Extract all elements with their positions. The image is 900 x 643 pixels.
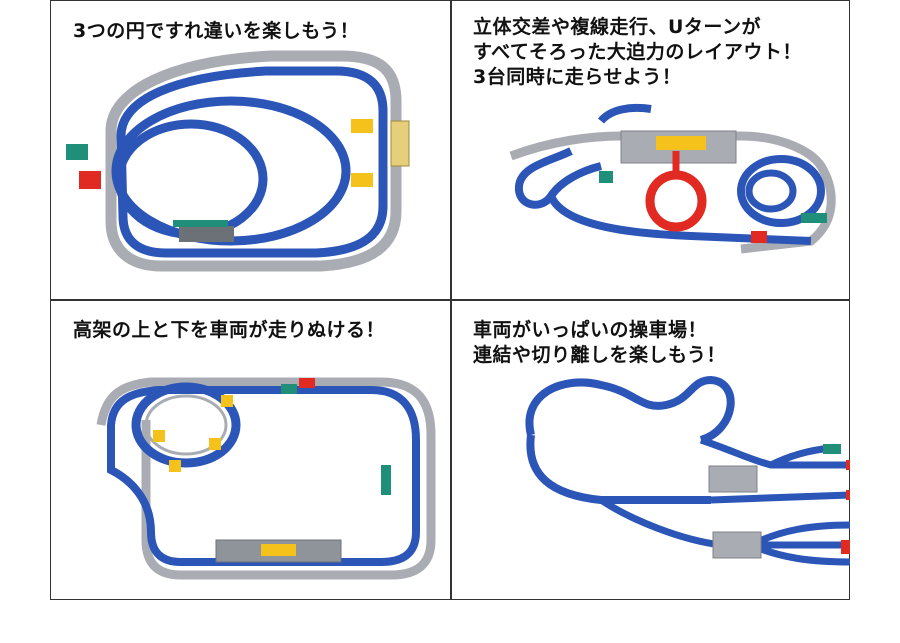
track-layout-illustration	[66, 50, 410, 272]
panel-elevated-track: 高架の上と下を車両が走りぬける！	[51, 300, 450, 598]
panel-caption: 立体交差や複線走行、Uターンが すべてそろった大迫力のレイアウト！ 3台同時に走…	[473, 16, 802, 88]
panel-caption: 3つの円ですれ違いを楽しもう！	[73, 20, 360, 42]
layout-grid: 3つの円ですれ違いを楽しもう！ 立体交差や複線走行、Uターンが すべてそろった大…	[50, 0, 850, 600]
panel-caption: 車両がいっぱいの操車場！ 連結や切り離しを楽しもう！	[473, 319, 726, 366]
panel-three-circles: 3つの円ですれ違いを楽しもう！	[51, 1, 450, 299]
panel-caption: 高架の上と下を車両が走りぬける！	[73, 319, 386, 341]
track-layout-illustration	[96, 377, 436, 580]
grid-divider-horizontal	[51, 299, 849, 301]
panel-rail-yard: 車両がいっぱいの操車場！ 連結や切り離しを楽しもう！	[451, 300, 850, 598]
panel-grand-layout: 立体交差や複線走行、Uターンが すべてそろった大迫力のレイアウト！ 3台同時に走…	[451, 1, 850, 299]
track-layout-illustration	[525, 375, 850, 566]
track-layout-illustration	[509, 103, 836, 254]
